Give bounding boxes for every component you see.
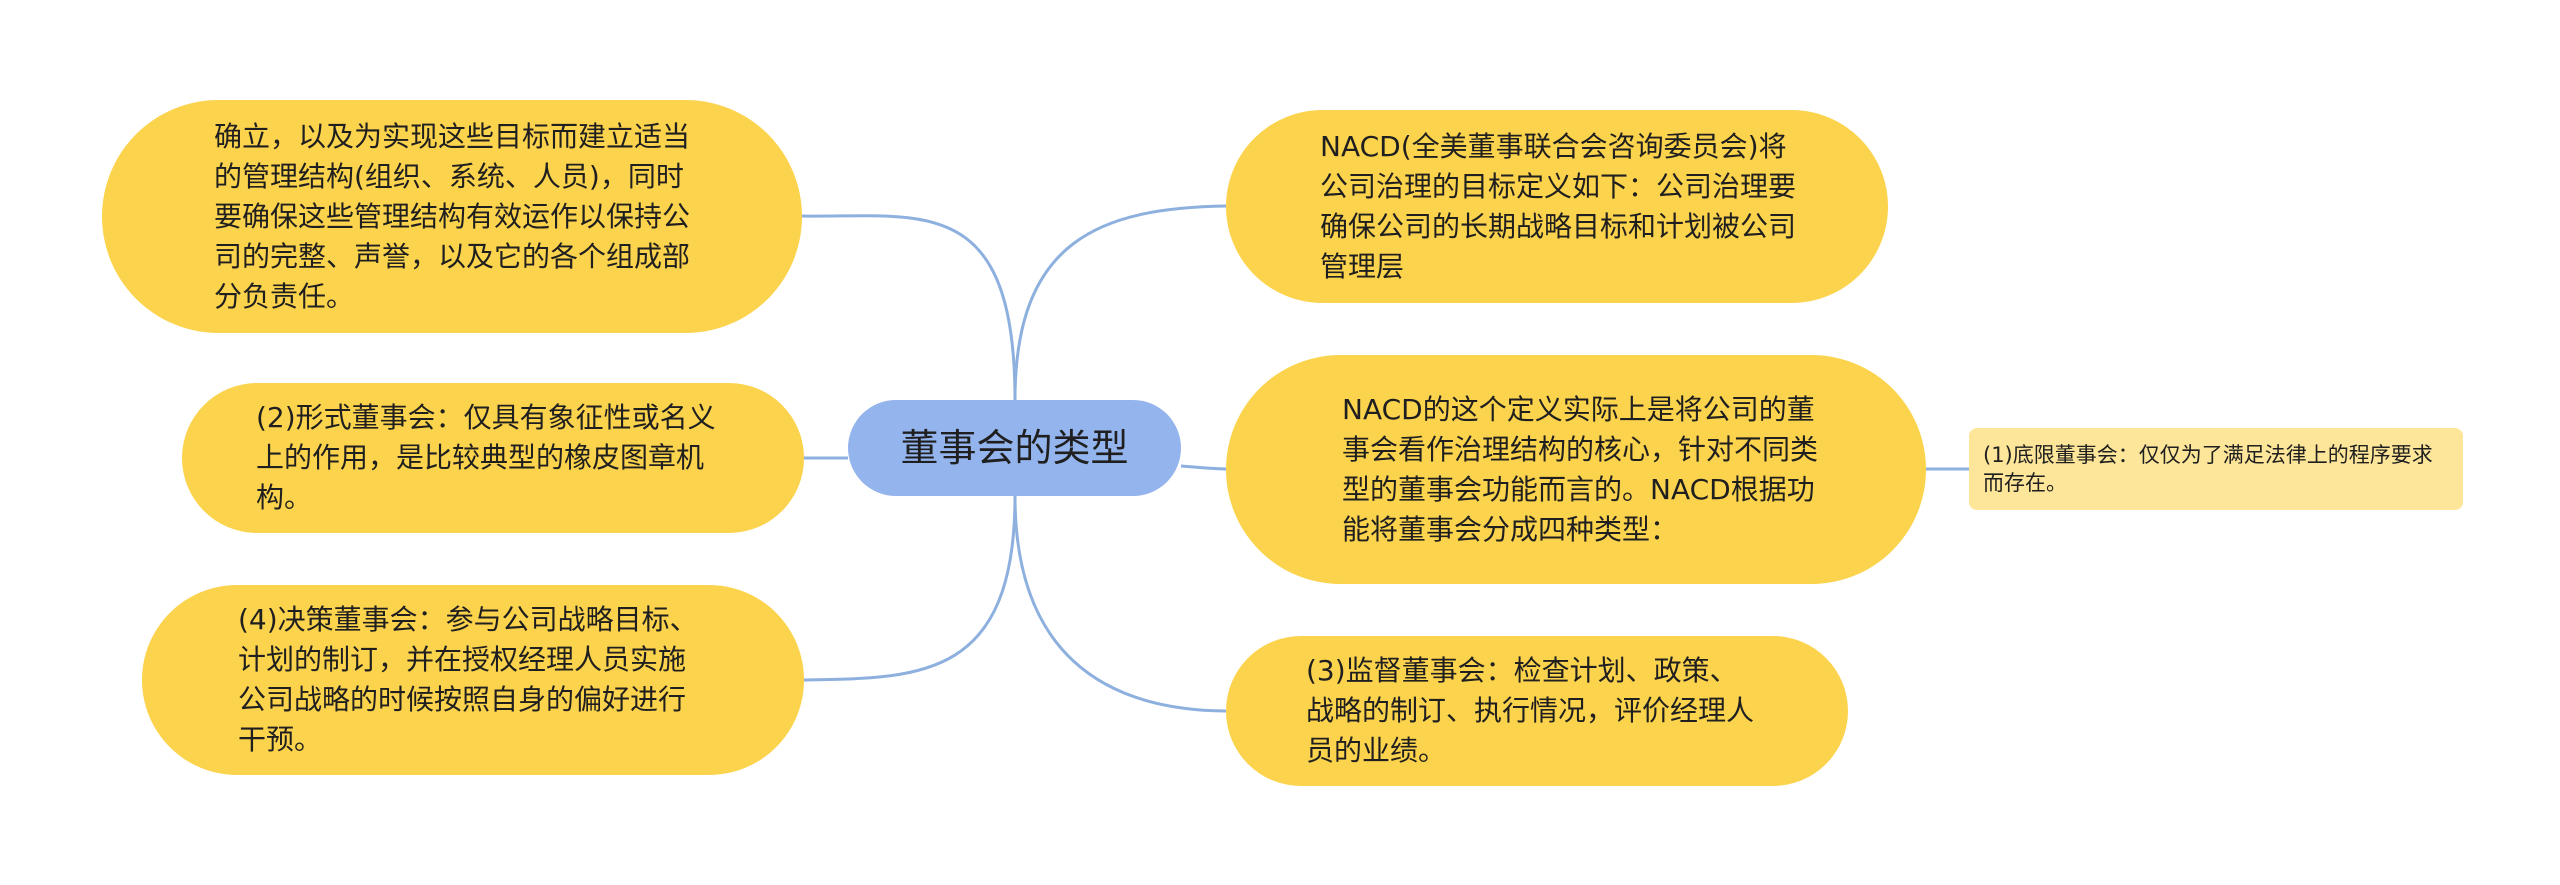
connector-center-to-right-1 <box>1013 204 1227 401</box>
connector-center-to-right-2 <box>1180 464 1227 471</box>
branch-node-right-1[interactable]: NACD(全美董事联合会咨询委员会)将公司治理的目标定义如下：公司治理要确保公司… <box>1226 110 1888 303</box>
branch-node-left-1[interactable]: 确立，以及为实现这些目标而建立适当的管理结构(组织、系统、人员)，同时要确保这些… <box>102 100 802 333</box>
connector-center-to-right-3 <box>1013 495 1227 713</box>
branch-node-left-3[interactable]: (4)决策董事会：参与公司战略目标、计划的制订，并在授权经理人员实施公司战略的时… <box>142 585 804 775</box>
branch-node-left-3-text: (4)决策董事会：参与公司战略目标、计划的制订，并在授权经理人员实施公司战略的时… <box>238 603 698 756</box>
leaf-node[interactable]: (1)底限董事会：仅仅为了满足法律上的程序要求而存在。 <box>1969 428 2463 510</box>
branch-node-left-2[interactable]: (2)形式董事会：仅具有象征性或名义上的作用，是比较典型的橡皮图章机构。 <box>182 383 804 533</box>
branch-node-right-3-text: (3)监督董事会：检查计划、政策、战略的制订、执行情况，评价经理人员的业绩。 <box>1306 654 1755 767</box>
branch-node-right-2-text: NACD的这个定义实际上是将公司的董事会看作治理结构的核心，针对不同类型的董事会… <box>1342 392 1819 546</box>
branch-node-right-2[interactable]: NACD的这个定义实际上是将公司的董事会看作治理结构的核心，针对不同类型的董事会… <box>1226 355 1926 584</box>
central-topic-label: 董事会的类型 <box>900 426 1129 470</box>
branch-node-left-2-text: (2)形式董事会：仅具有象征性或名义上的作用，是比较典型的橡皮图章机构。 <box>256 401 716 514</box>
connector-center-to-left-1 <box>801 214 1017 401</box>
connector-center-to-left-3 <box>803 495 1017 682</box>
leaf-node-text: (1)底限董事会：仅仅为了满足法律上的程序要求而存在。 <box>1983 443 2433 495</box>
branch-node-left-1-text: 确立，以及为实现这些目标而建立适当的管理结构(组织、系统、人员)，同时要确保这些… <box>214 119 691 313</box>
branch-node-right-1-text: NACD(全美董事联合会咨询委员会)将公司治理的目标定义如下：公司治理要确保公司… <box>1320 129 1797 283</box>
central-topic[interactable]: 董事会的类型 <box>848 400 1181 496</box>
branch-node-right-3[interactable]: (3)监督董事会：检查计划、政策、战略的制订、执行情况，评价经理人员的业绩。 <box>1226 636 1848 786</box>
